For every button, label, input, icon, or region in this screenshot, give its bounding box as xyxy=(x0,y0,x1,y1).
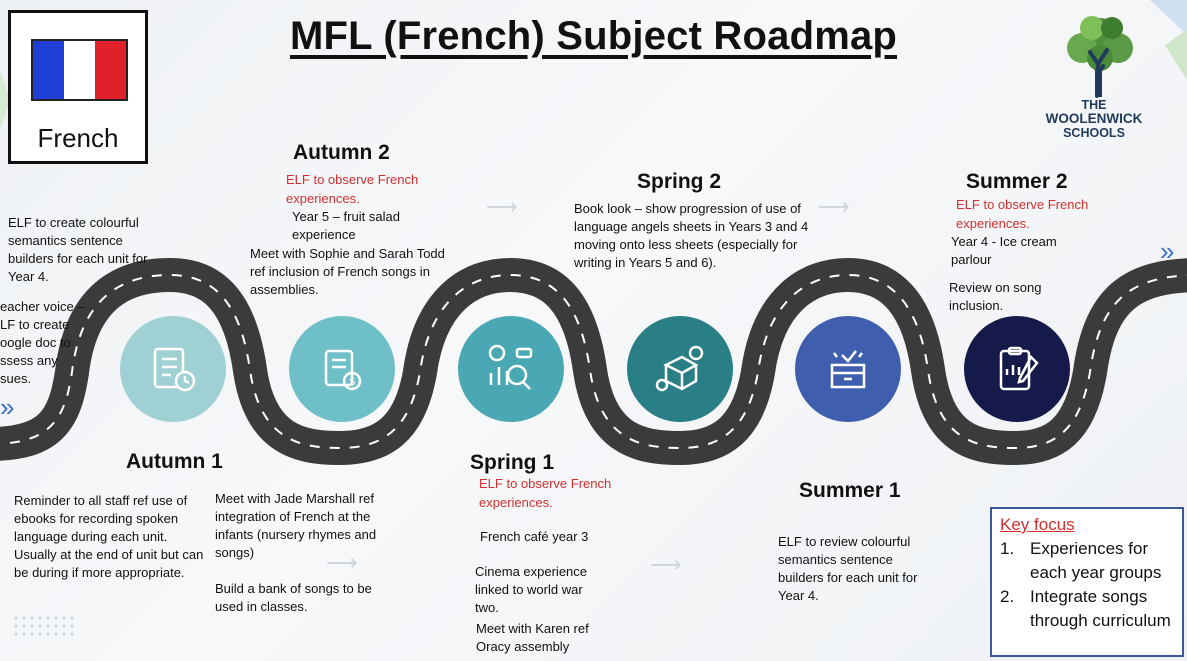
hint-arrow-3: ⟶ xyxy=(326,550,358,575)
clipboard-chart-icon xyxy=(999,346,1039,391)
left-text-1: ELF to create colourful semantics senten… xyxy=(8,215,148,284)
summer2-text-1: Year 4 - Ice cream parlour xyxy=(951,234,1057,267)
autumn2-text-1: Year 5 – fruit salad experience xyxy=(292,209,400,242)
summer2-heading: Summer 2 xyxy=(966,170,1068,193)
logo-line-3: SCHOOLS xyxy=(1063,126,1125,140)
checklist-clock-icon xyxy=(153,347,196,392)
hint-arrow-4: ⟶ xyxy=(650,552,682,577)
summer1-heading: Summer 1 xyxy=(799,479,901,502)
autumn1-text-1: Reminder to all staff ref use of ebooks … xyxy=(14,493,204,580)
left-text-2-line-3: oogle doc to xyxy=(0,335,71,350)
hint-arrow-1: ⟶ xyxy=(486,194,518,219)
dot-grid-decoration xyxy=(14,616,74,636)
key-focus-item-text: Integrate songs through curriculum xyxy=(1030,587,1171,630)
logo-line-1: THE xyxy=(1081,98,1107,112)
key-focus-box: Key focus 1. Experiences for each year g… xyxy=(990,507,1184,657)
chevron-right-icon: » xyxy=(1160,236,1175,266)
svg-text:$: $ xyxy=(349,375,356,388)
spring1-note: ELF to observe French experiences. xyxy=(479,476,612,510)
spring1-heading: Spring 1 xyxy=(470,451,555,474)
tree-logo-icon xyxy=(1067,16,1133,98)
key-focus-item-number: 1. xyxy=(1000,539,1015,558)
spring2-text: Book look – show progression of use of l… xyxy=(574,201,809,270)
milestone-circle-6 xyxy=(964,316,1070,422)
logo-line-2: WOOLENWICK xyxy=(1045,111,1143,126)
chevron-right-icon-left: » xyxy=(0,392,15,422)
autumn1-text-3: Build a bank of songs to be used in clas… xyxy=(215,581,372,614)
spring2-heading: Spring 2 xyxy=(637,170,722,193)
milestone-circle-5 xyxy=(795,316,901,422)
left-text-2-line-5: sues. xyxy=(0,371,32,386)
key-focus-item: 1. Experiences for each year groups xyxy=(1000,537,1174,585)
flag-label: French xyxy=(37,123,119,153)
summer2-text-2: Review on song inclusion. xyxy=(949,280,1042,313)
autumn2-note: ELF to observe French experiences. xyxy=(286,172,419,206)
flag-card: French xyxy=(8,10,148,164)
key-focus-item-text: Experiences for each year groups xyxy=(1030,539,1162,582)
key-focus-item-number: 2. xyxy=(1000,587,1015,606)
logo-text: THE WOOLENWICK SCHOOLS xyxy=(1042,98,1146,140)
spring1-text-3: Meet with Karen ref Oracy assembly xyxy=(476,621,589,654)
milestone-circle-1 xyxy=(120,316,226,422)
spring1-text-1: French café year 3 xyxy=(480,529,589,544)
milestone-circle-2: $ xyxy=(289,316,395,422)
milestone-circle-3 xyxy=(458,316,564,422)
summer1-text: ELF to review colourful semantics senten… xyxy=(778,534,918,603)
left-text-2-line-1: eacher voice – xyxy=(0,299,85,314)
autumn2-heading: Autumn 2 xyxy=(293,141,390,164)
key-focus-title: Key focus xyxy=(1000,515,1075,534)
autumn1-text-2: Meet with Jade Marshall ref integration … xyxy=(215,491,377,560)
milestone-circle-4 xyxy=(627,316,733,422)
spring1-text-2: Cinema experience linked to world war tw… xyxy=(475,564,588,615)
finance-analysis-icon xyxy=(488,344,533,390)
corner-decoration xyxy=(1150,0,1187,80)
autumn2-text-2: Meet with Sophie and Sarah Todd ref incl… xyxy=(250,246,445,297)
gift-box-icon xyxy=(830,350,866,389)
box-gear-bulb-icon xyxy=(655,345,704,392)
hint-arrow-2: ⟶ xyxy=(818,194,850,219)
page-title: MFL (French) Subject Roadmap xyxy=(289,14,898,58)
summer2-note: ELF to observe French experiences. xyxy=(956,197,1089,231)
left-text-2-line-4: ssess any xyxy=(0,353,58,368)
scroll-coins-icon: $ xyxy=(324,349,362,391)
autumn1-heading: Autumn 1 xyxy=(126,450,223,473)
left-text-2: eacher voice – LF to create oogle doc to… xyxy=(0,298,90,388)
french-flag-icon xyxy=(31,39,128,101)
left-decoration xyxy=(0,70,10,130)
left-text-2-line-2: LF to create xyxy=(0,317,70,332)
key-focus-item: 2. Integrate songs through curriculum xyxy=(1000,585,1174,633)
